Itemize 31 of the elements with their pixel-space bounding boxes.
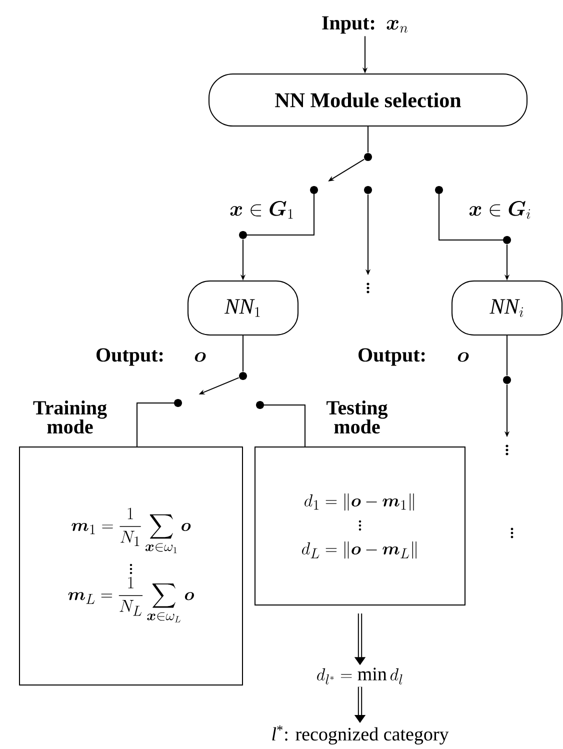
switch-contact bbox=[239, 372, 247, 380]
input-label: Input: $\boldsymbol{x}_n$ bbox=[322, 16, 408, 34]
condition-label: $\boldsymbol{x}\in\boldsymbol{G}_i$ bbox=[469, 200, 530, 219]
output-symbol: $\boldsymbol{o}$ bbox=[194, 352, 206, 362]
output-label: Output: bbox=[358, 348, 425, 366]
ellipsis: $\vdots$ bbox=[366, 282, 370, 294]
mode-label: Testing mode bbox=[326, 400, 388, 434]
formula: $d_{l^*}=\min d_l$ bbox=[317, 668, 402, 684]
switch-contact bbox=[503, 376, 511, 384]
connector-line bbox=[506, 335, 508, 376]
ellipsis: $\vdots$ bbox=[510, 528, 514, 538]
switch-contact bbox=[435, 186, 443, 194]
ellipsis: $\vdots$ bbox=[506, 444, 508, 456]
mode-label: Training mode bbox=[33, 400, 107, 434]
result-label: l$^{*}$: recognized category bbox=[272, 725, 449, 745]
switch-contact bbox=[239, 231, 247, 239]
switch-contact bbox=[503, 236, 511, 244]
switch-contact bbox=[364, 153, 372, 161]
switch-contact bbox=[174, 399, 182, 407]
formula-box: $d_1=\|\boldsymbol{o}-\boldsymbol{m}_1\|$ $\vdots$ $d_L=\|\boldsymbol{o}-\boldsymbol{m}_L\|$ bbox=[254, 446, 466, 606]
module-box: $\mathit{NN}_1$ bbox=[188, 280, 298, 336]
output-label: Output: bbox=[96, 348, 163, 366]
switch-contact bbox=[256, 401, 264, 409]
output-symbol: $\boldsymbol{o}$ bbox=[458, 352, 469, 362]
switch-contact bbox=[364, 186, 372, 194]
condition-label: $\boldsymbol{x}\in\boldsymbol{G}_1$ bbox=[230, 200, 293, 219]
connector-line bbox=[242, 335, 244, 372]
process-box: NN Module selection bbox=[208, 74, 528, 126]
formula-box: $\boldsymbol{m}_1=\frac{1}{N_1}\sum_{\boldsymbol{x}\in\omega_1}\boldsymbol{o}$ $\vdots$ $\boldsymbol{m}_L=\frac{1}{N_L}\sum_{\boldsymbol{x}\in\omega_L}\boldsymbol{o}$ bbox=[19, 446, 243, 686]
module-box: $\mathit{NN}_i$ bbox=[452, 280, 562, 336]
switch-contact bbox=[310, 186, 318, 194]
